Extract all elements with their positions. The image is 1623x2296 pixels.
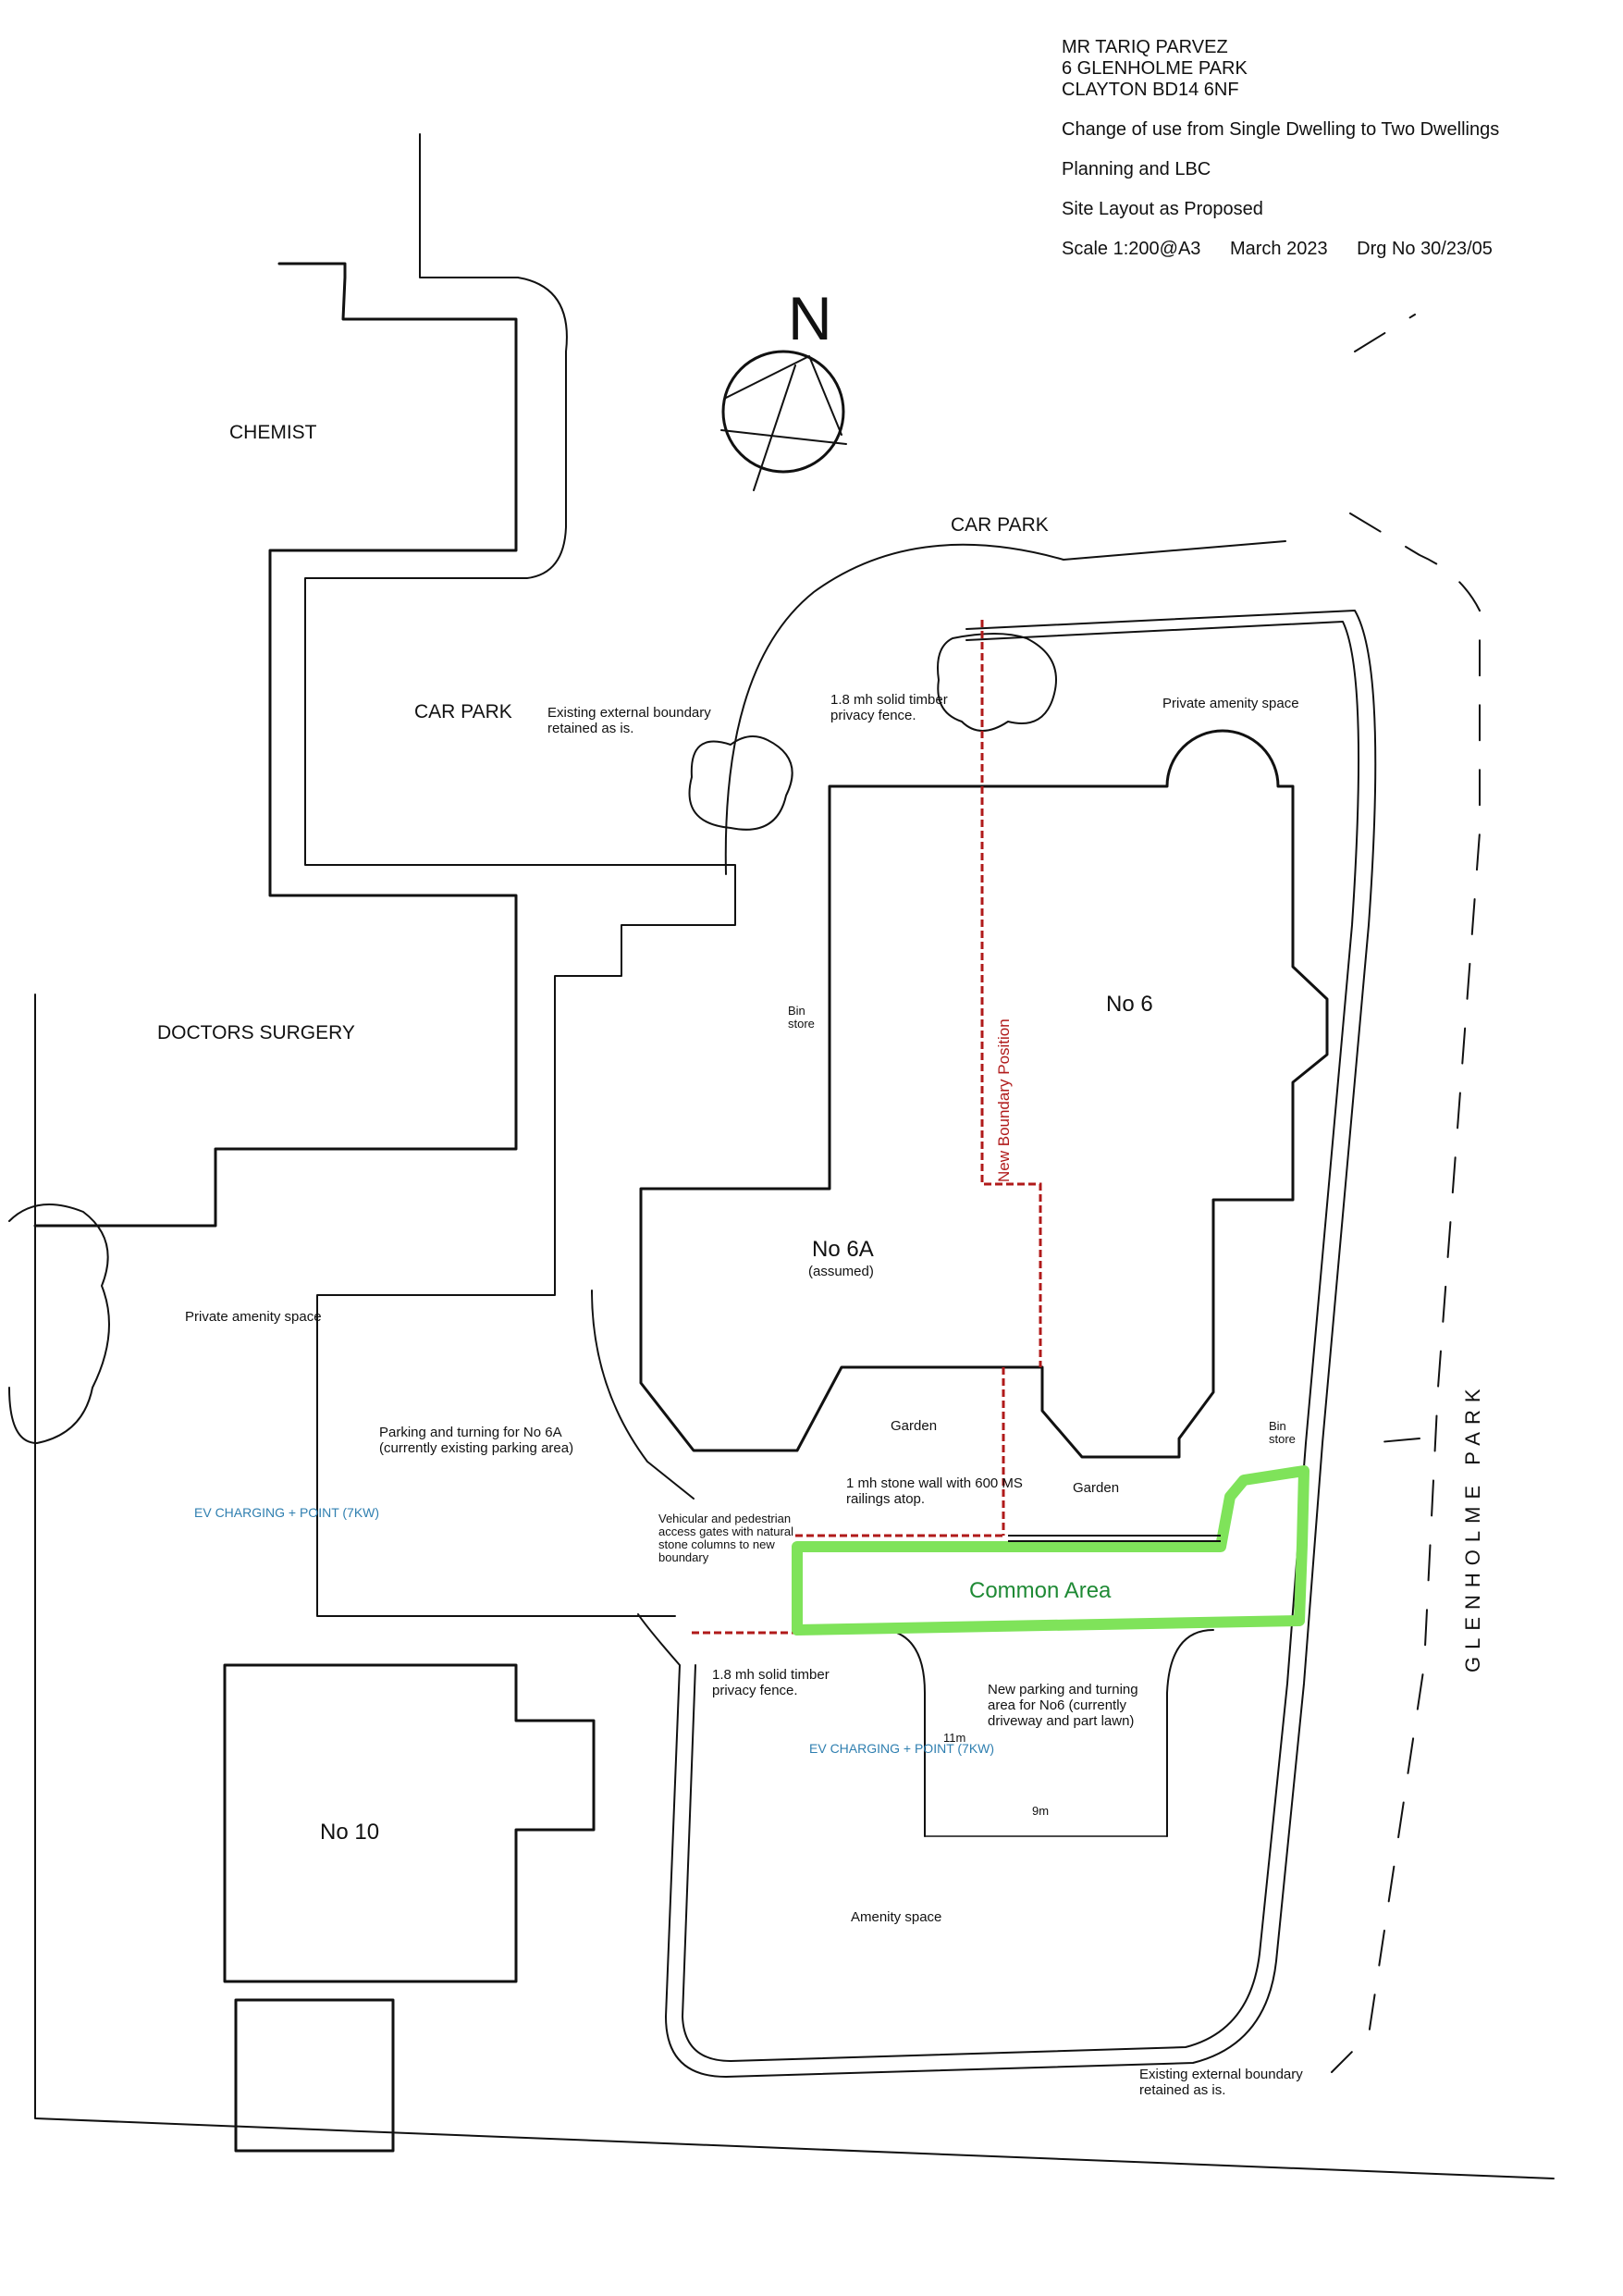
compass-circle <box>721 350 845 474</box>
new-boundary-lower <box>692 1534 1003 1635</box>
right-boundary-wall-inner <box>682 621 1360 2062</box>
date: March 2023 <box>1229 239 1328 259</box>
application: Planning and LBC <box>1062 159 1211 179</box>
tree-top-centre <box>937 633 1057 732</box>
chemist-outline <box>33 262 518 1228</box>
label-ev-charging-left: EV CHARGING + POINT (7KW) <box>194 1505 380 1520</box>
label-car-park-left: CAR PARK <box>414 701 512 722</box>
label-fence-top: 1.8 mh solid timber privacy fence. <box>830 692 948 723</box>
label-new-parking: New parking and turning area for No6 (cu… <box>988 1682 1138 1729</box>
no6-house-outline <box>639 729 1329 1459</box>
left-edge-line <box>34 994 1555 2179</box>
right-boundary-wall <box>637 610 1377 2078</box>
label-private-amenity-left: Private amenity space <box>185 1309 322 1325</box>
label-road-glenholme-park: GLENHOLME PARK <box>1461 1381 1484 1673</box>
label-garden-right: Garden <box>1073 1480 1120 1496</box>
outbuilding-outline <box>234 1998 395 2153</box>
no10-outline <box>223 1663 596 1983</box>
label-dim-9m: 9m <box>1032 1804 1050 1818</box>
label-private-amenity-right: Private amenity space <box>1162 696 1299 711</box>
label-new-boundary: New Boundary Position <box>995 1018 1013 1182</box>
road-dashed-line <box>1331 314 1481 2073</box>
drawing-number: Drg No 30/23/05 <box>1357 239 1493 259</box>
existing-boundary-arc <box>724 540 1286 875</box>
parking-arc-left <box>887 1629 926 1837</box>
description: Change of use from Single Dwelling to Tw… <box>1062 119 1500 140</box>
label-doctors-surgery: DOCTORS SURGERY <box>157 1022 355 1043</box>
scale-row: Scale 1:200@A3 March 2023 Drg No 30/23/0… <box>1062 239 1617 260</box>
label-car-park-top: CAR PARK <box>951 514 1049 536</box>
address-line2: CLAYTON BD14 6NF <box>1062 80 1239 100</box>
client-name: MR TARIQ PARVEZ <box>1062 37 1228 57</box>
common-area-highlight <box>792 1465 1309 1636</box>
label-dim-11m: 11m <box>943 1731 966 1745</box>
title-block: MR TARIQ PARVEZ 6 GLENHOLME PARK CLAYTON… <box>1062 37 1617 260</box>
label-fence-bottom: 1.8 mh solid timber privacy fence. <box>712 1667 830 1698</box>
label-existing-boundary-bottom: Existing external boundary retained as i… <box>1139 2067 1303 2098</box>
tree-left-edge <box>8 1204 110 1444</box>
driveway-arc-left <box>591 1290 695 1500</box>
label-bin-store-left: Bin store <box>788 1004 815 1031</box>
parking-arc-right <box>1166 1629 1214 1837</box>
label-stone-wall: 1 mh stone wall with 600 MS railings ato… <box>846 1475 1023 1507</box>
label-amenity-space: Amenity space <box>851 1909 942 1925</box>
new-boundary-line <box>980 620 1042 1536</box>
north-arrow-label: N <box>788 284 832 352</box>
drawing-title: Site Layout as Proposed <box>1062 199 1263 219</box>
label-parking-6a: Parking and turning for No 6A (currently… <box>379 1425 574 1456</box>
tree-top-left <box>688 735 793 831</box>
label-no6: No 6 <box>1106 992 1153 1017</box>
railings <box>1008 1535 1221 1542</box>
label-existing-boundary-top: Existing external boundary retained as i… <box>547 705 711 736</box>
label-garden-left: Garden <box>891 1418 938 1434</box>
compass-needle <box>720 355 847 491</box>
label-no6a-assumed: (assumed) <box>808 1264 874 1279</box>
label-no10: No 10 <box>320 1820 380 1845</box>
label-bin-store-right: Bin store <box>1269 1419 1296 1446</box>
car-park-outline <box>304 133 736 1617</box>
label-common-area: Common Area <box>969 1578 1112 1603</box>
label-ev-charging-mid: EV CHARGING + POINT (7KW) <box>809 1741 995 1756</box>
address-line1: 6 GLENHOLME PARK <box>1062 58 1248 79</box>
label-gates: Vehicular and pedestrian access gates wi… <box>658 1512 793 1564</box>
scale: Scale 1:200@A3 <box>1062 239 1201 259</box>
label-no6a: No 6A <box>812 1237 874 1262</box>
label-chemist: CHEMIST <box>229 422 317 443</box>
